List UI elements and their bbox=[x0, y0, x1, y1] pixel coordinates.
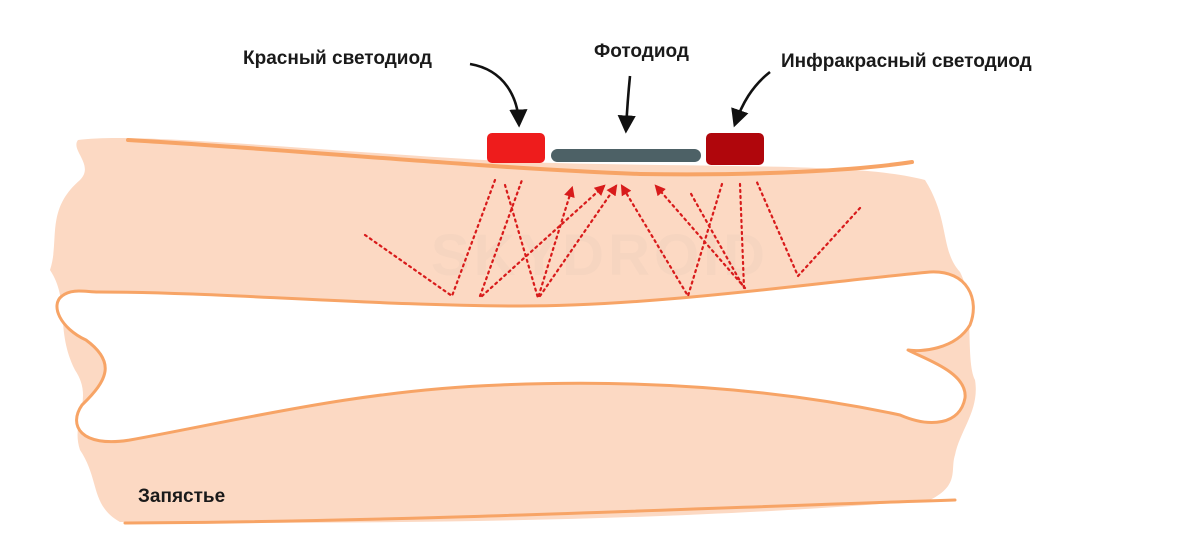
skin-surface-line bbox=[126, 138, 914, 177]
light-path-5 bbox=[538, 184, 618, 298]
red-led bbox=[487, 133, 545, 163]
watermark-text: SKYDROID bbox=[431, 223, 769, 288]
light-paths bbox=[363, 178, 862, 302]
light-path-6 bbox=[754, 178, 862, 278]
red-led-label: Красный светодиод bbox=[243, 48, 432, 69]
light-path-2 bbox=[478, 178, 524, 298]
bone bbox=[55, 270, 975, 443]
light-path-3 bbox=[503, 183, 575, 302]
photodiode-callout-arrow bbox=[617, 75, 636, 134]
infrared-led bbox=[706, 133, 764, 165]
wrist-bottom-line bbox=[123, 498, 957, 525]
light-path-9 bbox=[654, 184, 747, 290]
red-led-callout-arrow bbox=[469, 62, 528, 128]
photodiode-label: Фотодиод bbox=[594, 41, 689, 62]
light-path-8 bbox=[620, 182, 724, 299]
wrist-label: Запястье bbox=[138, 486, 225, 507]
infrared-led-label: Инфракрасный светодиод bbox=[781, 51, 1032, 72]
light-path-1 bbox=[363, 178, 497, 298]
photodiode bbox=[551, 149, 701, 162]
infrared-led-callout-arrow bbox=[731, 70, 771, 128]
